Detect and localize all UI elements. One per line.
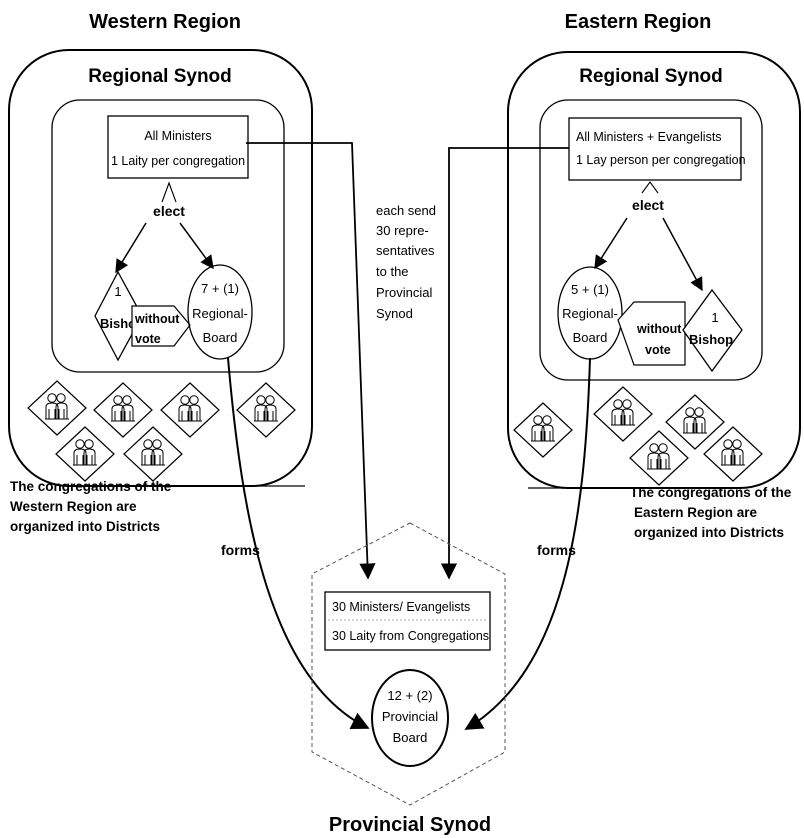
- western-elect-bishop-arrow: [115, 222, 147, 274]
- eastern-region-title: Eastern Region: [565, 11, 712, 33]
- western-bishop-count: 1: [114, 284, 121, 299]
- eastern-board-line-2: Regional-: [562, 306, 618, 321]
- western-districts-line-1: The congregations of the: [10, 479, 172, 494]
- provincial-synod-hexagon: [311, 522, 506, 806]
- congregation-people-icon: [665, 394, 725, 450]
- provincial-members-box: [324, 591, 491, 651]
- eastern-without-label: without: [636, 322, 682, 336]
- western-assembly-line-1: All Ministers: [144, 129, 211, 143]
- western-board-line-2: Regional-: [192, 306, 248, 321]
- provincial-members-line-1: 30 Ministers/ Evangelists: [332, 600, 470, 614]
- congregation-people-icon: [703, 426, 763, 482]
- congregation-people-icon: [55, 426, 115, 482]
- eastern-elect-board-arrow: [594, 217, 628, 270]
- center-note-line-5: Provincial: [376, 285, 432, 300]
- western-bishop-diamond: [94, 270, 143, 362]
- representatives-connectors: each send 30 repre- sentatives to the Pr…: [246, 142, 569, 580]
- eastern-bishop-label: Bishop: [689, 332, 733, 347]
- western-representatives-arrow: [246, 142, 376, 580]
- western-districts-line-2: Western Region are: [10, 499, 137, 514]
- eastern-districts-line-1: The congregations of the: [630, 485, 792, 500]
- eastern-forms-arrow: [464, 357, 591, 730]
- western-districts-line-3: organized into Districts: [10, 519, 160, 534]
- congregation-people-icon: [593, 386, 653, 442]
- western-elect-board-arrow: [179, 222, 214, 270]
- eastern-districts-line-2: Eastern Region are: [634, 505, 758, 520]
- provincial-board-line-3: Board: [393, 730, 428, 745]
- congregation-people-icon: [236, 382, 296, 438]
- center-note-line-4: to the: [376, 264, 409, 279]
- western-board-line-3: Board: [203, 330, 238, 345]
- western-without-vote-tag: [131, 305, 191, 347]
- eastern-elect-label: elect: [632, 197, 664, 213]
- eastern-congregations: [513, 386, 763, 486]
- provincial-board-line-2: Provincial: [382, 709, 438, 724]
- western-congregations: [27, 380, 296, 482]
- western-board-line-1: 7 + (1): [201, 281, 239, 296]
- congregation-people-icon: [123, 426, 183, 482]
- western-inner-frame: [51, 99, 285, 373]
- western-synod-label: Regional Synod: [88, 66, 232, 87]
- eastern-representatives-arrow: [440, 147, 569, 580]
- congregation-people-icon: [160, 382, 220, 438]
- eastern-regional-synod-box: [507, 51, 801, 489]
- eastern-region: Eastern Region Regional Synod All Minist…: [464, 11, 801, 730]
- western-without-label: without: [134, 312, 180, 326]
- provincial-board-line-1: 12 + (2): [387, 688, 432, 703]
- western-elect-label: elect: [153, 203, 185, 219]
- western-forms-arrow: [227, 357, 370, 729]
- eastern-assembly-box: [568, 117, 742, 181]
- eastern-synod-label: Regional Synod: [579, 66, 723, 87]
- center-note-line-3: sentatives: [376, 243, 435, 258]
- eastern-elect-connector: [641, 181, 659, 194]
- congregation-people-icon: [93, 382, 153, 438]
- congregation-people-icon: [513, 402, 573, 458]
- center-note-line-6: Synod: [376, 306, 413, 321]
- eastern-bishop-diamond: [682, 288, 743, 373]
- provincial-synod: 30 Ministers/ Evangelists 30 Laity from …: [311, 522, 506, 836]
- congregation-people-icon: [27, 380, 87, 436]
- center-note-line-2: 30 repre-: [376, 223, 429, 238]
- eastern-bishop-count: 1: [711, 310, 718, 325]
- eastern-board-line-3: Board: [573, 330, 608, 345]
- eastern-districts-line-3: organized into Districts: [634, 525, 784, 540]
- provincial-members-line-2: 30 Laity from Congregations: [332, 629, 489, 643]
- provincial-board: [371, 669, 449, 767]
- congregation-people-icon: [629, 430, 689, 486]
- western-forms-label: forms: [221, 542, 260, 558]
- eastern-board-line-1: 5 + (1): [571, 282, 609, 297]
- western-assembly-line-2: 1 Laity per congregation: [111, 154, 245, 168]
- eastern-forms-label: forms: [537, 542, 576, 558]
- western-regional-synod-box: [8, 49, 313, 487]
- eastern-inner-frame: [539, 99, 763, 381]
- eastern-assembly-line-2: 1 Lay person per congregation: [576, 153, 746, 167]
- western-elect-connector: [161, 181, 177, 203]
- western-assembly-box: [107, 115, 249, 179]
- western-regional-board: [187, 264, 253, 360]
- eastern-elect-bishop-arrow: [662, 217, 703, 292]
- western-region-title: Western Region: [89, 11, 241, 33]
- center-note-line-1: each send: [376, 203, 436, 218]
- western-region: Western Region Regional Synod All Minist…: [8, 11, 370, 729]
- western-vote-label: vote: [135, 332, 161, 346]
- eastern-vote-label: vote: [645, 343, 671, 357]
- eastern-assembly-line-1: All Ministers + Evangelists: [576, 130, 722, 144]
- provincial-synod-title: Provincial Synod: [329, 814, 491, 836]
